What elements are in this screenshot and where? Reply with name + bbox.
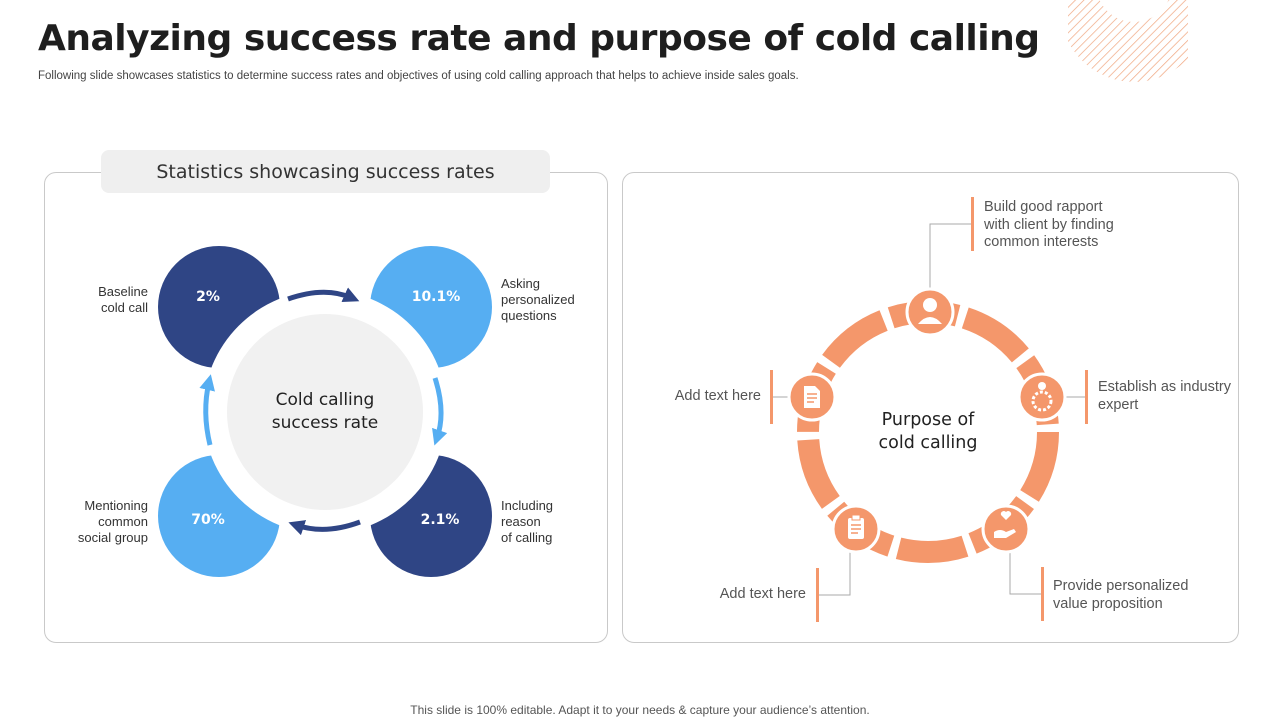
purpose-label-value: Provide personalized value proposition [1053, 578, 1189, 612]
accent-bars [770, 197, 1088, 622]
stat-label-baseline: Baseline cold call [98, 284, 148, 315]
stat-label-personalized: Asking personalized questions [501, 276, 575, 323]
purpose-label-expert: Establish as industry expert [1098, 379, 1231, 413]
footer-note: This slide is 100% editable. Adapt it to… [410, 703, 870, 717]
hand-heart-icon [981, 504, 1031, 554]
stat-value-personalized: 10.1% [411, 289, 461, 305]
stat-label-reason: Including reason of calling [501, 498, 554, 545]
gear-person-icon [1017, 372, 1067, 422]
purpose-center-label: Purpose of cold calling [878, 410, 978, 453]
clipboard-icon [831, 504, 881, 554]
purpose-label-rapport: Build good rapport with client by findin… [984, 199, 1114, 250]
person-icon [905, 287, 955, 337]
panel-header: Statistics showcasing success rates [101, 150, 550, 193]
stat-value-social: 70% [191, 512, 225, 528]
document-icon [787, 372, 837, 422]
decorative-striped-circle [1068, 0, 1188, 82]
center-circle [227, 314, 423, 510]
success-rate-diagram [158, 246, 492, 577]
arrow-bottom [288, 519, 361, 536]
success-rate-center-label: Cold calling success rate [271, 390, 379, 433]
arrow-left [199, 374, 215, 446]
stat-value-baseline: 2% [196, 289, 220, 305]
stat-value-reason: 2.1% [420, 512, 460, 528]
page-title: Analyzing success rate and purpose of co… [38, 18, 1040, 59]
purpose-label-add-text-1: Add text here [719, 586, 806, 602]
purpose-diagram [770, 197, 1088, 622]
stat-label-social: Mentioning common social group [77, 498, 148, 545]
arrow-right [432, 377, 448, 446]
purpose-label-add-text-2: Add text here [674, 388, 761, 404]
arrow-top [287, 287, 360, 303]
page-subtitle: Following slide showcases statistics to … [38, 70, 799, 82]
